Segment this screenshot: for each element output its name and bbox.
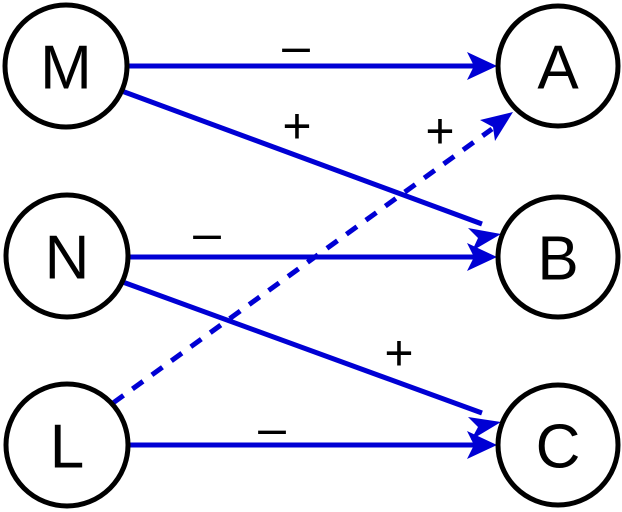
edge-sign-n-to-c: +: [384, 325, 413, 381]
node-n-label: N: [45, 224, 90, 293]
node-a[interactable]: A: [495, 3, 621, 129]
edge-n-to-c-line: [119, 278, 483, 416]
edge-sign-m-to-b: +: [282, 98, 311, 154]
edge-m-to-b-line: [118, 87, 483, 227]
node-c-circle: [495, 382, 621, 508]
node-a-label: A: [537, 34, 579, 103]
node-c[interactable]: C: [495, 382, 621, 508]
node-l-label: L: [50, 413, 84, 482]
node-b-label: B: [537, 225, 578, 294]
edge-l-to-c-arrowhead: [467, 431, 497, 459]
node-m[interactable]: M: [2, 2, 130, 130]
edge-n-to-b[interactable]: [126, 243, 497, 271]
edge-l-to-c[interactable]: [126, 431, 497, 459]
edge-l-to-a-arrowhead: [480, 112, 513, 141]
node-n[interactable]: N: [3, 192, 131, 320]
edge-sign-l-to-c: –: [258, 400, 286, 456]
edge-m-to-b-arrowhead: [468, 228, 501, 251]
edge-l-to-a-line: [111, 126, 494, 406]
node-b-circle: [495, 194, 621, 320]
edge-n-to-c-arrowhead: [468, 417, 501, 440]
edge-m-to-b[interactable]: [118, 87, 501, 251]
node-b[interactable]: B: [495, 194, 621, 320]
edge-m-to-a[interactable]: [124, 52, 497, 80]
node-m-label: M: [40, 34, 92, 103]
node-a-circle: [495, 3, 621, 129]
node-l[interactable]: L: [3, 381, 131, 509]
edge-n-to-c[interactable]: [119, 278, 501, 440]
node-m-circle: [2, 2, 130, 130]
edge-sign-m-to-a: –: [282, 18, 310, 74]
node-n-circle: [3, 192, 131, 320]
edge-m-to-a-arrowhead: [467, 52, 497, 80]
edge-sign-l-to-a: +: [425, 103, 454, 159]
node-c-label: C: [536, 413, 581, 482]
node-l-circle: [3, 381, 131, 509]
edge-l-to-a[interactable]: [111, 112, 513, 406]
edge-sign-n-to-b: –: [193, 205, 221, 261]
edge-n-to-b-arrowhead: [467, 243, 497, 271]
